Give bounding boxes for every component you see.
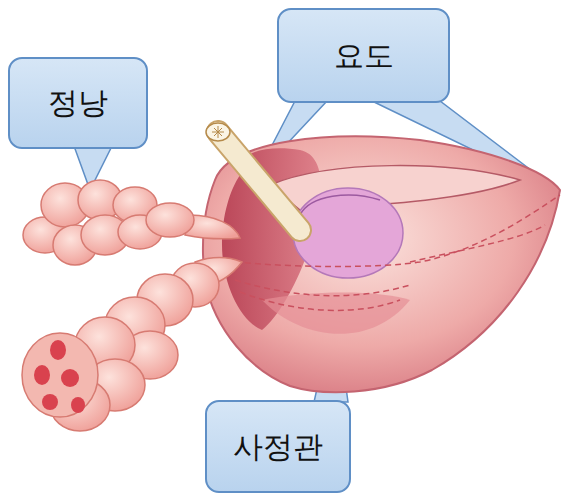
callout-box: 요도	[277, 8, 450, 103]
callout-label: 정낭	[48, 85, 108, 121]
callout-box: 사정관	[205, 400, 351, 493]
callout-label: 요도	[334, 38, 394, 74]
callout-box: 정낭	[8, 57, 148, 149]
callout-label: 사정관	[233, 429, 323, 465]
